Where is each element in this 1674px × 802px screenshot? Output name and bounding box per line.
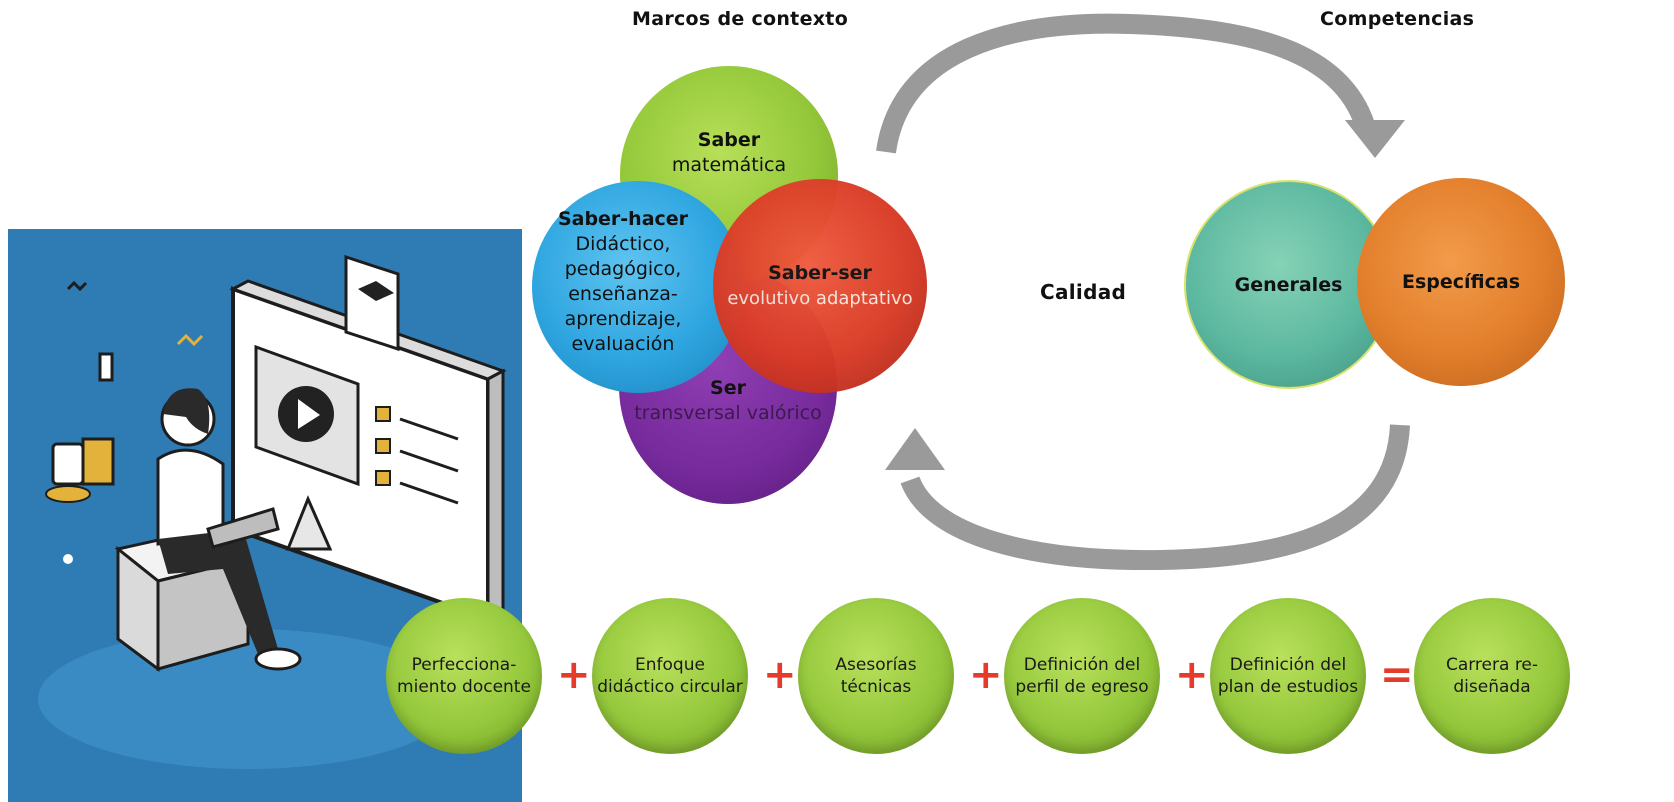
especificas-label: Específicas — [1401, 271, 1521, 293]
ser-text: transversal valórico — [634, 402, 822, 424]
process-step-1: Perfecciona-miento docente — [386, 598, 542, 754]
person-laptop-illustration — [38, 254, 507, 769]
plus-operator-4: + — [1175, 652, 1209, 698]
saber-hacer-line-2: pedagógico, — [564, 258, 682, 280]
context-frames-heading: Marcos de contexto — [632, 8, 849, 30]
illustration-panel — [8, 229, 522, 802]
step-6-line-2: diseñada — [1453, 677, 1531, 697]
ser-title: Ser — [710, 377, 746, 399]
competencies-heading: Competencias — [1320, 8, 1475, 30]
saber-title: Saber — [697, 129, 761, 151]
saber-ser-circle: Saber-ser evolutivo adaptativo — [713, 179, 927, 393]
step-3-line-2: técnicas — [840, 677, 912, 697]
step-2-line-1: Enfoque — [635, 655, 705, 675]
step-1-line-2: miento docente — [397, 677, 531, 697]
saber-hacer-circle: Saber-hacer Didáctico, pedagógico, enseñ… — [532, 181, 744, 393]
saber-hacer-line-4: aprendizaje, — [564, 308, 682, 330]
process-step-6: Carrera re-diseñada — [1414, 598, 1570, 754]
saber-hacer-line-3: enseñanza- — [568, 283, 678, 305]
cycle-arrows — [876, 13, 1410, 570]
graduation-cap-icon — [344, 254, 400, 352]
step-1-line-1: Perfecciona- — [411, 655, 517, 675]
plus-operator-1: + — [557, 652, 591, 698]
bottom-arrow — [900, 424, 1410, 570]
step-4-line-2: perfil de egreso — [1015, 677, 1149, 697]
saber-ser-title: Saber-ser — [768, 262, 872, 284]
step-2-line-2: didáctico circular — [597, 677, 743, 697]
step-6-line-1: Carrera re- — [1445, 655, 1539, 675]
equals-operator: = — [1380, 652, 1414, 698]
saber-hacer-title: Saber-hacer — [557, 208, 689, 230]
step-4-line-1: Definición del — [1023, 655, 1141, 675]
thumbs-up-icon — [45, 437, 115, 503]
saber-ser-text: evolutivo adaptativo — [727, 288, 913, 309]
bottom-arrowhead — [885, 428, 945, 470]
saber-hacer-line-1: Didáctico, — [575, 233, 671, 255]
step-3-line-1: Asesorías — [835, 655, 917, 675]
step-5-line-1: Definición del — [1229, 655, 1347, 675]
video-play-icon — [278, 386, 334, 442]
step-5-line-2: plan de estudios — [1217, 677, 1359, 697]
plus-operator-2: + — [763, 652, 797, 698]
saber-text: matemática — [671, 154, 787, 176]
especificas-circle: Específicas — [1357, 178, 1565, 386]
top-arrowhead — [1345, 120, 1405, 158]
saber-hacer-line-5: evaluación — [571, 333, 675, 355]
quality-label: Calidad — [1040, 280, 1127, 304]
plus-operator-3: + — [969, 652, 1003, 698]
generales-label: Generales — [1234, 273, 1343, 296]
top-arrow — [876, 13, 1375, 154]
